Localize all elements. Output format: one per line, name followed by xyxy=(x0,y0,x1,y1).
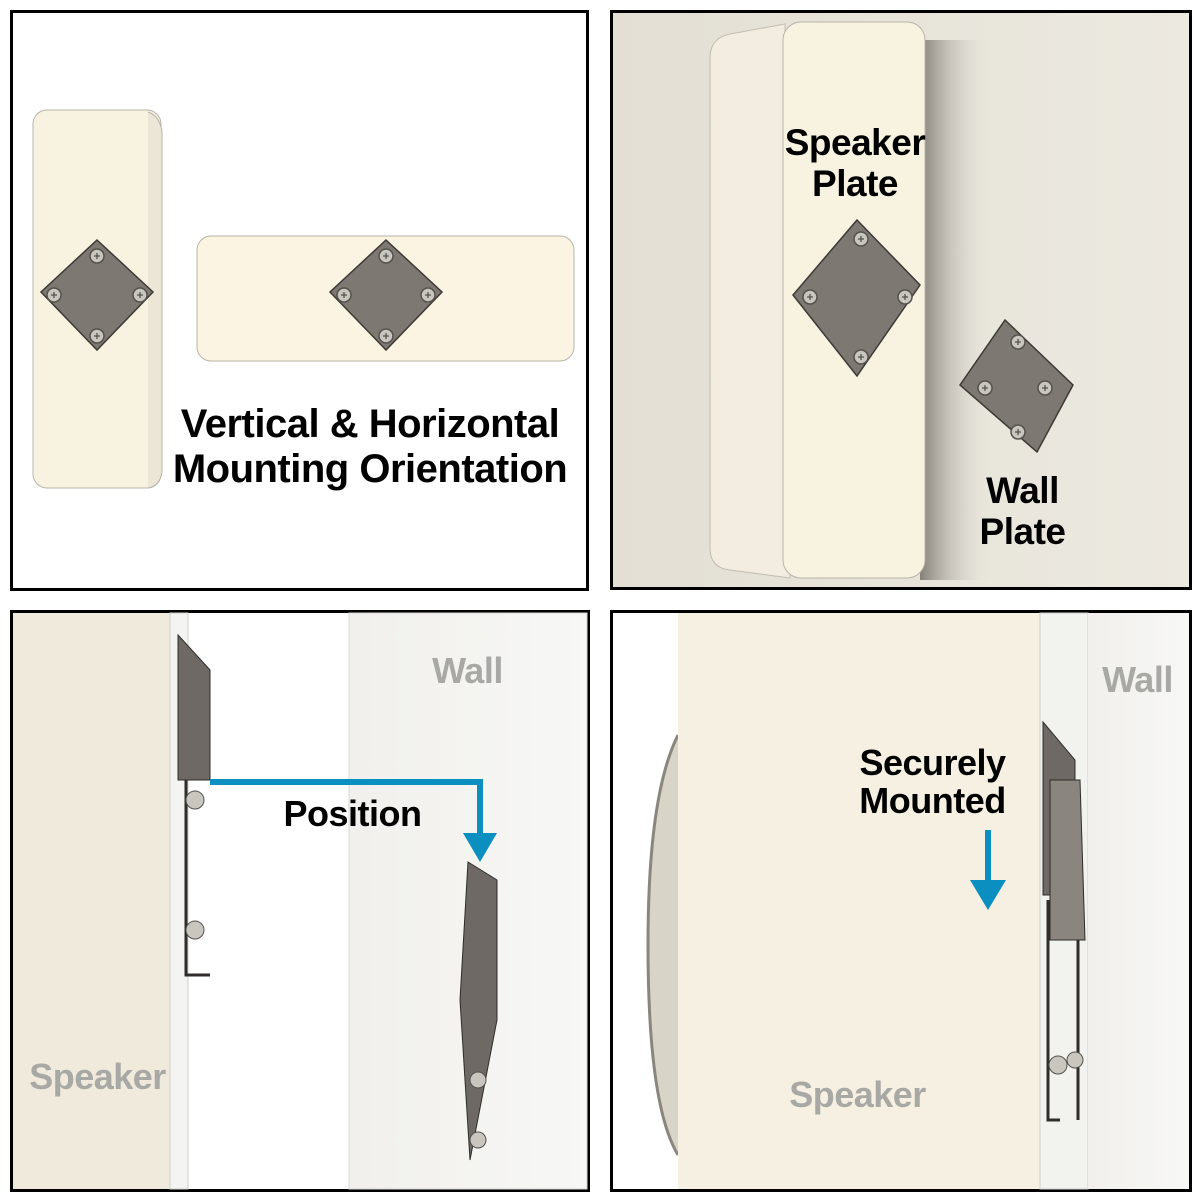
panel-orientation xyxy=(10,10,589,591)
orientation-caption: Vertical & Horizontal Mounting Orientati… xyxy=(172,402,568,491)
wall-plate-label: Wall Plate xyxy=(979,470,1066,553)
panel-plates xyxy=(610,10,1192,590)
speaker-plate-icon xyxy=(792,218,921,378)
position-arrow xyxy=(210,779,483,840)
panel-position xyxy=(10,610,590,1192)
vertical-speaker-plate-icon xyxy=(39,238,155,352)
speaker-label: Speaker xyxy=(789,1074,926,1115)
speaker-plate-label: Speaker Plate xyxy=(784,122,926,205)
wall-label: Wall xyxy=(432,650,503,691)
horizontal-speaker-plate-icon xyxy=(328,238,444,352)
securely-mounted-label: Securely Mounted xyxy=(859,742,1006,821)
speaker-label: Speaker xyxy=(29,1056,166,1097)
wall-label: Wall xyxy=(1102,659,1173,700)
panel-mounted xyxy=(610,610,1192,1192)
position-label: Position xyxy=(283,793,423,834)
wall-plate-icon xyxy=(959,318,1074,454)
